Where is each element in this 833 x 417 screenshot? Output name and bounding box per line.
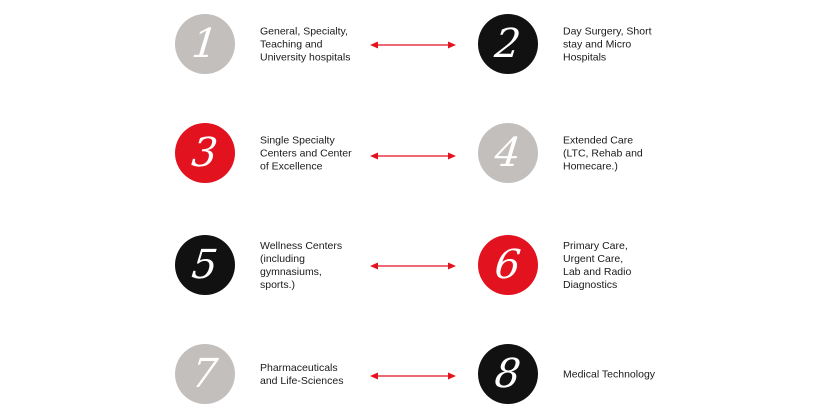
number-circle: 5: [175, 235, 235, 295]
number-label: 2: [492, 21, 524, 67]
number-circle: 6: [478, 235, 538, 295]
item-label: Wellness Centers (including gymnasiums, …: [260, 240, 343, 291]
number-label: 3: [189, 130, 221, 176]
number-circle: 4: [478, 123, 538, 183]
number-circle: 8: [478, 344, 538, 404]
item-1: 1 General, Specialty, Teaching and Unive…: [175, 14, 515, 76]
number-label: 8: [492, 351, 524, 397]
number-label: 1: [189, 21, 221, 67]
item-label: Day Surgery, Short stay and Micro Hospit…: [563, 25, 652, 64]
item-label: Extended Care (LTC, Rehab and Homecare.): [563, 134, 643, 173]
number-circle: 3: [175, 123, 235, 183]
item-7: 7 Pharmaceuticals and Life-Sciences: [175, 344, 515, 406]
item-label: Primary Care, Urgent Care, Lab and Radio…: [563, 240, 632, 291]
item-5: 5 Wellness Centers (including gymnasiums…: [175, 235, 515, 297]
number-label: 5: [189, 242, 221, 288]
number-label: 4: [492, 130, 524, 176]
item-label: Single Specialty Centers and Center of E…: [260, 134, 352, 173]
number-label: 6: [492, 242, 524, 288]
double-arrow-icon: [370, 262, 456, 270]
number-circle: 1: [175, 14, 235, 74]
number-circle: 7: [175, 344, 235, 404]
number-circle: 2: [478, 14, 538, 74]
double-arrow-icon: [370, 152, 456, 160]
number-label: 7: [189, 351, 221, 397]
double-arrow-icon: [370, 41, 456, 49]
item-2: 2 Day Surgery, Short stay and Micro Hosp…: [478, 14, 818, 76]
item-8: 8 Medical Technology: [478, 344, 818, 406]
double-arrow-icon: [370, 372, 456, 380]
item-6: 6 Primary Care, Urgent Care, Lab and Rad…: [478, 235, 818, 297]
item-3: 3 Single Specialty Centers and Center of…: [175, 123, 515, 185]
item-label: Pharmaceuticals and Life-Sciences: [260, 362, 344, 387]
item-label: General, Specialty, Teaching and Univers…: [260, 25, 351, 64]
item-4: 4 Extended Care (LTC, Rehab and Homecare…: [478, 123, 818, 185]
item-label: Medical Technology: [563, 368, 656, 381]
